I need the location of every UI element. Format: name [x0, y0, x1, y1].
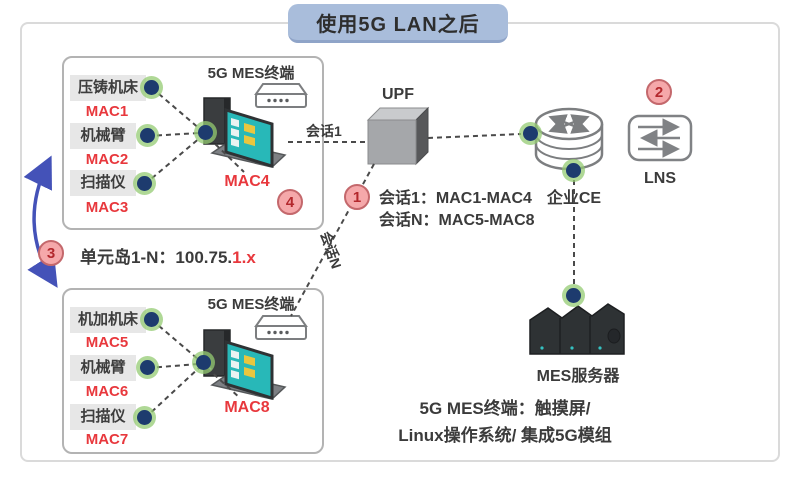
island-ip-suffix: 1.x: [232, 248, 256, 267]
device-label: 压铸机床: [70, 75, 146, 101]
mes-server-label: MES服务器: [536, 368, 620, 385]
session1-line-label: 会话1: [306, 123, 342, 139]
footnote-line2: Linux操作系统/ 集成5G模组: [398, 426, 612, 445]
hub-dot: [198, 125, 213, 140]
badge-1: 1: [344, 184, 370, 210]
island-subnet-text: 单元岛1-N：100.75.1.x: [80, 243, 256, 268]
device-label: 机械臂: [70, 123, 136, 149]
terminal-title: 5G MES终端: [207, 296, 295, 313]
device-label: 扫描仪: [70, 170, 136, 196]
mes-terminal-icon: [195, 95, 295, 185]
router-icon: [531, 102, 607, 182]
terminal-footnote: 5G MES终端：触摸屏/ Linux操作系统/ 集成5G模组: [340, 395, 670, 449]
hub-dot: [196, 355, 211, 370]
port-dot: [144, 80, 159, 95]
device-mac: MAC6: [85, 383, 129, 400]
device-mac: MAC7: [85, 431, 129, 448]
device-mac: MAC2: [85, 151, 129, 168]
legend-session1: 会话1：MAC1-MAC4: [379, 190, 532, 207]
island-label: 单元岛1-N：: [80, 248, 176, 267]
lns-icon: [627, 114, 693, 164]
port-dot: [137, 176, 152, 191]
badge-4: 4: [277, 189, 303, 215]
modem-icon: [253, 312, 309, 344]
lns-label: LNS: [644, 170, 676, 187]
badge-3: 3: [38, 240, 64, 266]
island-ip-prefix: 100.75.: [175, 248, 233, 267]
port-dot: [137, 410, 152, 425]
device-mac: MAC3: [85, 199, 129, 216]
mes-server-icon: [526, 296, 630, 360]
ce-port-dot: [523, 126, 538, 141]
server-port-dot: [566, 288, 581, 303]
device-mac: MAC1: [85, 103, 129, 120]
device-label: 扫描仪: [70, 404, 136, 430]
legend-sessionN: 会话N：MAC5-MAC8: [379, 212, 535, 229]
enterprise-ce-label: 企业CE: [546, 190, 602, 207]
modem-icon: [253, 80, 309, 112]
device-label: 机械臂: [70, 355, 136, 381]
diagram-title: 使用5G LAN之后: [288, 4, 508, 43]
terminal-mac: MAC4: [224, 173, 270, 190]
upf-label: UPF: [382, 86, 414, 103]
terminal-title: 5G MES终端: [207, 65, 295, 82]
ce-port-dot: [566, 163, 581, 178]
device-label: 机加机床: [70, 307, 146, 333]
upf-icon: [366, 106, 430, 168]
port-dot: [140, 128, 155, 143]
port-dot: [144, 312, 159, 327]
port-dot: [140, 360, 155, 375]
badge-2: 2: [646, 79, 672, 105]
terminal-mac: MAC8: [224, 399, 270, 416]
device-mac: MAC5: [85, 334, 129, 351]
footnote-line1: 5G MES终端：触摸屏/: [419, 399, 591, 418]
